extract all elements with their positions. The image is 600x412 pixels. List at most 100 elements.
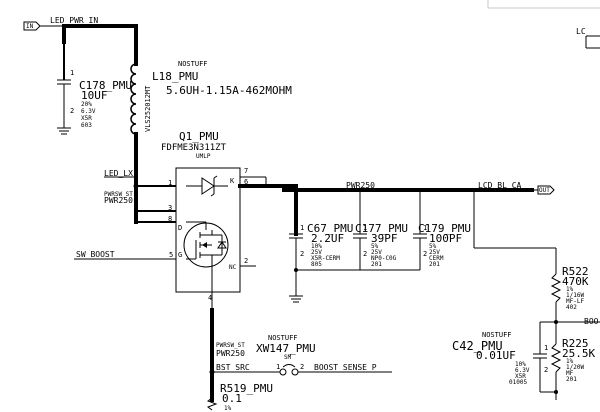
c67-ref: C67_PMU [307, 222, 353, 235]
net-lc-cut: LC [576, 27, 586, 36]
svg-text:25V: 25V [429, 249, 440, 256]
svg-text:MF-LF: MF-LF [566, 298, 584, 305]
svg-text:1: 1 [168, 179, 172, 187]
out-port-flag: OUT [532, 185, 555, 195]
r519-ref: R519_PMU [220, 382, 273, 395]
svg-text:1: 1 [363, 224, 367, 232]
c177-value: 39PF [371, 232, 398, 245]
svg-text:10%: 10% [515, 361, 526, 368]
svg-text:201: 201 [371, 261, 382, 268]
net-pwr250-left: PWR250 [104, 196, 133, 205]
capacitor-c178: 1 2 C178_PMU 10UF 20% 6.3V X5R 603 [57, 69, 132, 129]
svg-text:NC: NC [229, 264, 237, 271]
svg-text:5%: 5% [371, 243, 379, 250]
svg-text:1%: 1% [566, 358, 574, 365]
svg-text:2: 2 [544, 366, 548, 374]
net-pwr250-top: PWR250 [346, 181, 375, 190]
xw147-ref: XW147_PMU [256, 342, 316, 355]
svg-text:4: 4 [208, 294, 212, 302]
svg-text:402: 402 [566, 304, 577, 311]
svg-text:6.3V: 6.3V [81, 108, 96, 115]
r519-value: 0.1 [222, 392, 242, 405]
svg-text:MF: MF [566, 370, 574, 377]
net-lcd-bl-ca: LCD_BL_CA [478, 181, 522, 190]
svg-text:1: 1 [544, 344, 548, 352]
net-boost-sense: BOOST_SENSE_P [314, 363, 377, 372]
svg-text:OUT: OUT [539, 187, 550, 194]
schottky-diode-icon [186, 175, 228, 197]
l18-value: 5.6UH-1.15A-462MOHM [166, 84, 292, 97]
net-sw-boost: SW_BOOST [76, 250, 115, 259]
svg-text:2: 2 [423, 250, 427, 258]
svg-text:2: 2 [244, 257, 248, 265]
svg-text:6: 6 [244, 178, 248, 186]
r522-ref: R522 [562, 265, 589, 278]
svg-text:10%: 10% [311, 243, 322, 250]
svg-text:7: 7 [244, 167, 248, 175]
svg-text:X5R: X5R [81, 115, 92, 122]
r225-ref: R225 [562, 337, 589, 350]
svg-text:X5R: X5R [515, 373, 526, 380]
svg-text:K: K [230, 177, 235, 185]
svg-text:1: 1 [70, 69, 74, 77]
svg-text:CERM: CERM [429, 255, 444, 262]
svg-text:1: 1 [276, 363, 280, 371]
svg-text:201: 201 [566, 376, 577, 383]
capacitor-c42: 1 2 NOSTUFF C42_PMU 0.01UF 10% 6.3V X5R … [452, 322, 556, 393]
l18-part: VLS252012MT [144, 85, 152, 132]
capacitor-c179: 1 2 C179_PMU 100PF 5% 25V CERM 201 [413, 190, 471, 270]
svg-text:SM: SM [284, 354, 292, 361]
ground-caps-icon [289, 295, 303, 303]
svg-text:1%: 1% [566, 286, 574, 293]
svg-text:603: 603 [81, 122, 92, 129]
c179-ref: C179_PMU [418, 222, 471, 235]
svg-text:PWR250: PWR250 [216, 349, 245, 358]
r522-value: 470K [562, 275, 589, 288]
c42-ref: C42_PMU [452, 339, 503, 353]
q1-ref: Q1_PMU [179, 130, 219, 143]
q1-pkg: UMLP [196, 153, 211, 160]
inductor-l18: NOSTUFF L18_PMU 5.6UH-1.15A-462MOHM VLS2… [130, 24, 292, 224]
svg-text:X5R-CERM: X5R-CERM [311, 255, 340, 262]
svg-text:6.3V: 6.3V [515, 367, 530, 374]
svg-text:201: 201 [429, 261, 440, 268]
svg-text:25V: 25V [311, 249, 322, 256]
c42-nostuff: NOSTUFF [482, 331, 512, 339]
net-bst-src: BST_SRC [216, 363, 250, 372]
svg-text:2: 2 [300, 250, 304, 258]
net-pwrsw-st: PWRSW_ST [104, 191, 133, 198]
svg-text:1%: 1% [224, 405, 232, 412]
in-port-flag: IN [23, 21, 41, 31]
l18-ref: L18_PMU [152, 70, 198, 83]
c178-ref: C178_PMU [79, 79, 132, 92]
c177-ref: C177_PMU [355, 222, 408, 235]
svg-text:3: 3 [168, 204, 172, 212]
svg-text:8: 8 [168, 215, 172, 223]
window-corner [487, 0, 600, 9]
svg-text:G: G [178, 251, 182, 259]
svg-text:D: D [178, 224, 182, 232]
svg-text:1: 1 [300, 224, 304, 232]
led-pwr-rail [62, 24, 138, 80]
svg-text:25V: 25V [371, 249, 382, 256]
svg-text:01005: 01005 [509, 379, 527, 386]
q1-part: FDFME3N311ZT [161, 143, 227, 153]
svg-text:PWRSW_ST: PWRSW_ST [216, 342, 245, 349]
l18-nostuff: NOSTUFF [178, 60, 208, 68]
capacitor-c67: 1 2 C67_PMU 2.2UF 10% 25V X5R-CERM 805 [289, 188, 353, 296]
resistor-r225: R225 25.5K 1% 1/20W MF 201 [550, 337, 595, 400]
mosfet-q1: 1 3 8 5 D G 7 6 2 K NC [136, 167, 298, 293]
xw147-nostuff: NOSTUFF [268, 334, 298, 342]
svg-text:805: 805 [311, 261, 322, 268]
capacitor-c177: 1 2 C177_PMU 39PF 5% 25V NP0-C0G 201 [353, 190, 408, 270]
svg-text:2: 2 [300, 363, 304, 371]
svg-text:NP0-C0G: NP0-C0G [371, 255, 397, 262]
in-flag-label: IN [26, 23, 34, 30]
resistor-r522: R522 470K 1% 1/16W MF-LF 402 [550, 265, 589, 322]
c179-value: 100PF [429, 232, 462, 245]
svg-text:2: 2 [70, 107, 74, 115]
resistor-r519: R519_PMU 0.1 1% [206, 382, 273, 412]
jumper-xw147: 1 2 [212, 363, 392, 376]
svg-text:20%: 20% [81, 101, 92, 108]
